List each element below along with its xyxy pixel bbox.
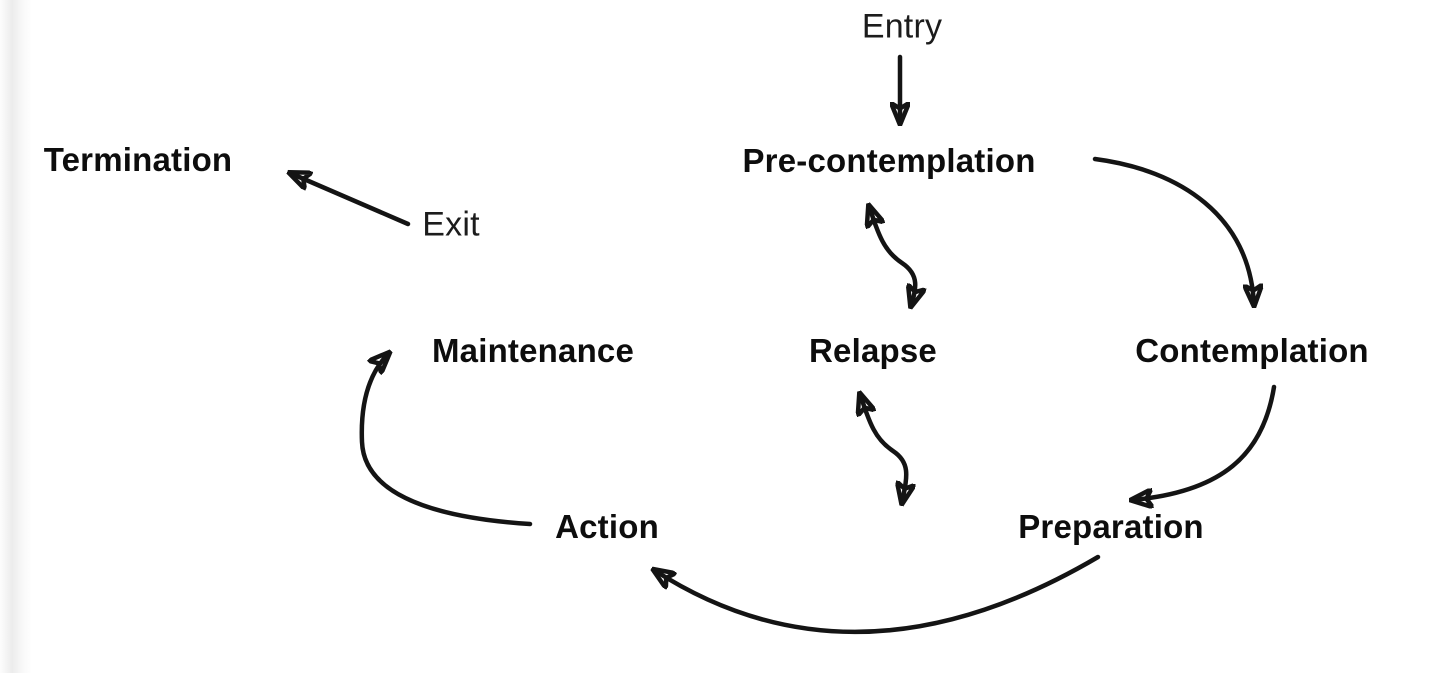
arrow-action-to-maintenance [359,353,533,527]
arrow-precontemplation-to-contemplation [1092,156,1254,305]
node-termination: Termination [43,141,233,178]
node-exit: Exit [422,205,480,244]
node-action: Action [555,508,659,545]
arrow-preparation-to-action [654,554,1101,635]
arrow-relapse-cycle-wavy [860,394,906,503]
node-entry: Entry [861,7,943,46]
arrow-exit-to-termination [290,173,411,227]
node-preparation: Preparation [1018,508,1204,545]
node-contemplation: Contemplation [1135,332,1369,369]
arrow-precontemplation-relapse-wavy [869,206,915,306]
arrow-contemplation-to-preparation [1132,384,1277,500]
node-pre-contemplation: Pre-contemplation [742,142,1036,179]
node-maintenance: Maintenance [431,332,635,369]
node-relapse: Relapse [809,332,937,369]
